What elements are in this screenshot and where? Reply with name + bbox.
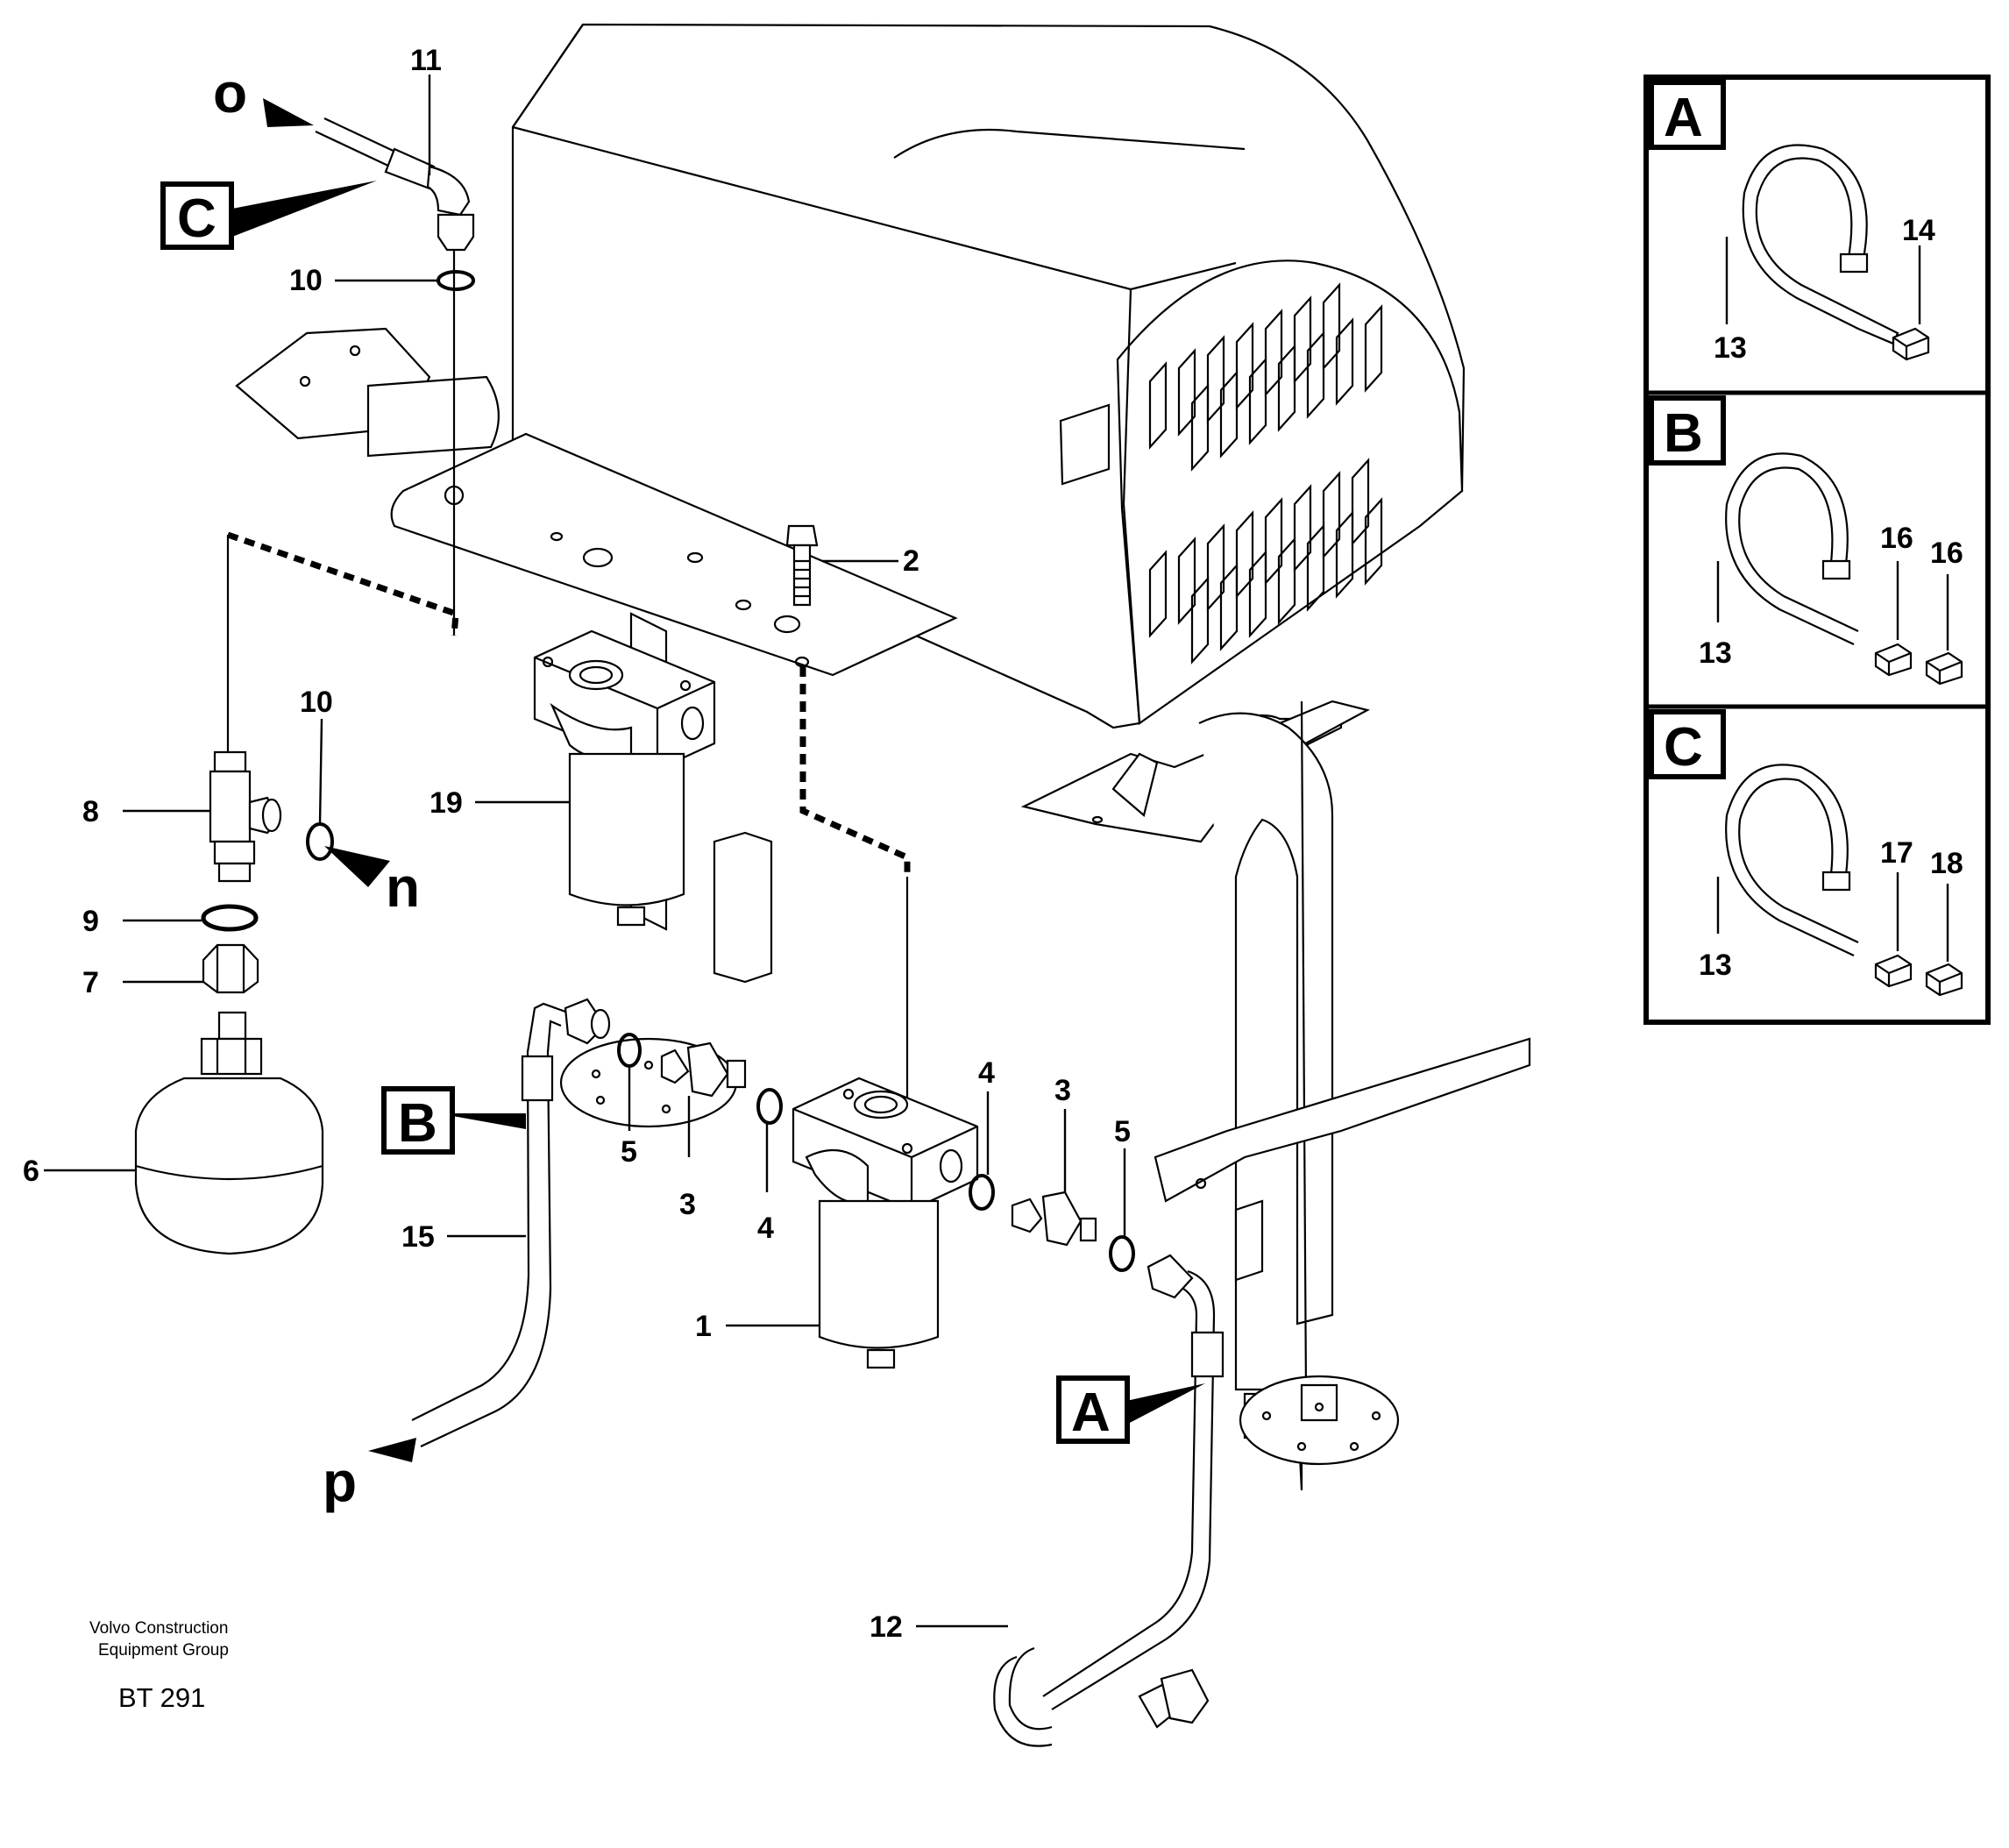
pillar: [629, 612, 1531, 1491]
callout-3-left: 3: [679, 1188, 696, 1221]
o-ring-4-right: [969, 1174, 995, 1211]
arrow-n: [324, 846, 390, 887]
cable-tie-13-A: [1742, 144, 1899, 345]
arrow-o: [263, 98, 314, 127]
svg-text:B: B: [1664, 403, 1703, 464]
callout-11: 11: [410, 44, 442, 77]
detail-A-callout-13: 13: [1714, 331, 1747, 365]
pipe-11: [315, 117, 475, 252]
tee-fitting-8: [209, 750, 282, 883]
mounting-bracket: [235, 327, 958, 677]
bolt-2: [785, 524, 819, 607]
callout-15: 15: [401, 1220, 435, 1254]
connection-o: o: [213, 61, 247, 124]
detail-B-callout-13: 13: [1699, 636, 1732, 670]
o-ring-10-top: [437, 270, 475, 291]
callout-1: 1: [695, 1310, 712, 1343]
view-label-B: B: [381, 1086, 455, 1155]
adapter-3-left: [660, 1041, 747, 1098]
callout-4-right: 4: [978, 1056, 995, 1090]
nut-7: [202, 943, 259, 994]
detail-panel-frame: [1643, 75, 1991, 1025]
svg-text:B: B: [398, 1093, 437, 1154]
callout-5-left: 5: [621, 1135, 637, 1169]
callout-8: 8: [82, 795, 99, 828]
o-ring-10-side: [306, 822, 334, 861]
callout-7: 7: [82, 966, 99, 999]
view-label-A: A: [1056, 1375, 1130, 1444]
footer-company-line1: Volvo Construction: [89, 1619, 228, 1638]
guide-line-bracket-to-tee: [226, 531, 459, 636]
detail-C-callout-17: 17: [1880, 836, 1913, 870]
cable-tie-13-B: [1725, 452, 1859, 645]
cable-tie-head-17: [1874, 954, 1913, 988]
callout-10-side: 10: [300, 686, 333, 719]
cable-tie-head-16-b: [1925, 651, 1963, 686]
detail-panel-C: C 17 18 13: [1649, 709, 1963, 997]
cable-tie-head-16-a: [1874, 643, 1913, 677]
detail-C-callout-18: 18: [1930, 847, 1963, 880]
connection-p: p: [323, 1450, 357, 1513]
detail-B-callout-16-b: 16: [1930, 537, 1963, 570]
callout-6: 6: [23, 1155, 39, 1188]
washer-9: [201, 904, 259, 932]
detail-panel-A: A 14 13: [1649, 80, 1935, 365]
tank-body: [511, 23, 1466, 729]
connection-n: n: [386, 856, 420, 919]
arrow-A: [1126, 1383, 1205, 1425]
hose-15: [411, 998, 611, 1447]
hose-12: [993, 1254, 1225, 1747]
footer-company-line2: Equipment Group: [98, 1641, 229, 1660]
filter-19: [533, 629, 716, 927]
callout-9: 9: [82, 905, 99, 938]
callout-2: 2: [903, 544, 919, 578]
callout-19: 19: [429, 786, 463, 820]
filter-1: [792, 1077, 979, 1369]
cable-tie-head-18: [1925, 963, 1963, 997]
detail-B-callout-16-a: 16: [1880, 522, 1913, 555]
detail-C-callout-13: 13: [1699, 949, 1732, 982]
view-label-C: C: [160, 181, 234, 250]
detail-A-callout-14: 14: [1902, 214, 1935, 247]
arrow-p: [368, 1438, 416, 1462]
leader-lines: [44, 75, 1126, 1628]
arrow-B: [438, 1113, 526, 1129]
callout-10-top: 10: [289, 264, 323, 297]
o-ring-4-left: [756, 1088, 783, 1125]
callout-12: 12: [870, 1610, 903, 1644]
guide-line-bolt-to-filter: [799, 666, 911, 877]
cable-tie-13-C: [1725, 764, 1859, 956]
svg-text:A: A: [1071, 1382, 1111, 1443]
o-ring-5-right: [1109, 1235, 1135, 1272]
detail-panel-B: B 16 16 13: [1649, 395, 1963, 686]
cable-tie-head-14: [1892, 327, 1930, 361]
svg-text:C: C: [1664, 717, 1703, 778]
callout-4-left: 4: [757, 1212, 774, 1245]
adapter-3-right: [1011, 1191, 1097, 1247]
accumulator-6: [134, 1011, 324, 1255]
arrow-C: [232, 181, 377, 237]
svg-text:A: A: [1664, 88, 1703, 148]
callout-5-right: 5: [1114, 1115, 1131, 1148]
svg-text:C: C: [177, 188, 217, 249]
callout-3-right: 3: [1054, 1074, 1071, 1107]
drawing-code: BT 291: [118, 1682, 205, 1713]
